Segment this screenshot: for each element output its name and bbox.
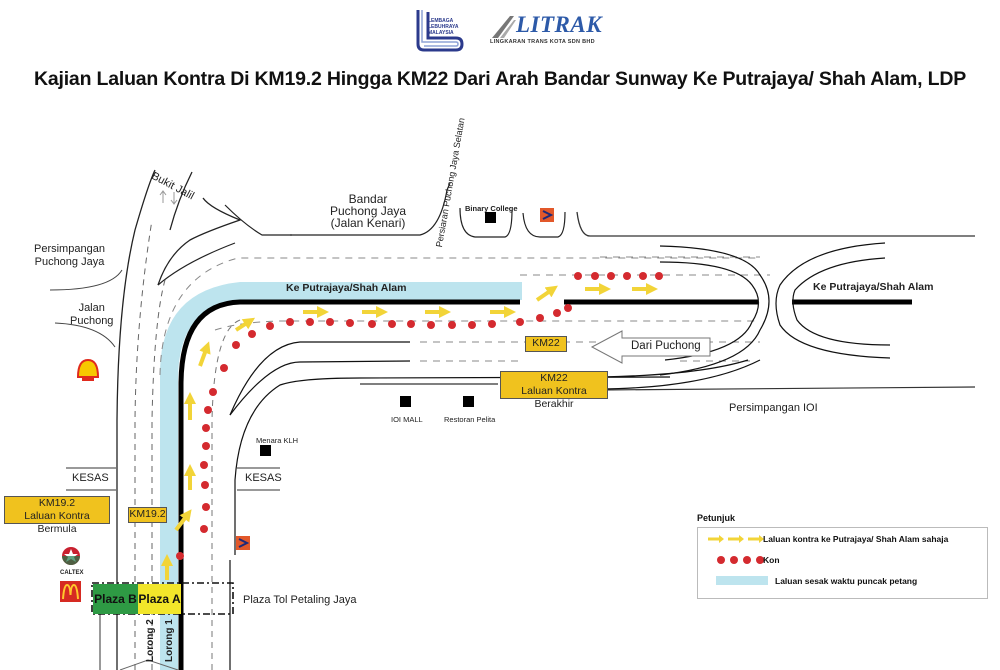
- legend-label: Kon: [763, 555, 780, 565]
- plaza-b: Plaza B: [93, 584, 138, 614]
- petronas-logo-top: [540, 208, 554, 222]
- km19-2-marker: KM19.2: [128, 507, 167, 523]
- restoran-pelita-marker: [463, 396, 474, 407]
- road-edge: [224, 204, 292, 236]
- caltex-logo: [62, 547, 80, 565]
- road-edge: [49, 269, 123, 291]
- legend-title: Petunjuk: [697, 513, 736, 523]
- road-edge: [290, 182, 451, 236]
- road-edge: [599, 386, 976, 391]
- road-edge: [229, 360, 411, 416]
- ioi-mall-marker: [400, 396, 411, 407]
- road-edge: [522, 211, 566, 238]
- plaza-a: Plaza A: [138, 584, 181, 614]
- toll-plaza-outline: [91, 582, 234, 615]
- label-persimpangan-puchong-jaya: Persimpangan Puchong Jaya: [34, 243, 105, 268]
- road-edge: [54, 322, 116, 348]
- road-edge: [459, 207, 513, 238]
- dari-puchong-arrow: [590, 330, 711, 364]
- legend-item-contra-route: Laluan kontra ke Putrajaya/ Shah Alam sa…: [698, 530, 987, 548]
- label-restoran-pelita: Restoran Pelita: [444, 415, 496, 424]
- litrak-logo: LITRAK LINGKARAN TRANS KOTA SDN BHD: [490, 12, 610, 48]
- label-jalan-puchong: Jalan Puchong: [70, 302, 114, 327]
- page-title: Kajian Laluan Kontra Di KM19.2 Hingga KM…: [33, 68, 967, 90]
- road-edge: [599, 359, 749, 378]
- label-caltex: CALTEX: [60, 570, 84, 576]
- legend-item-cones: Kon: [698, 551, 987, 569]
- label-plaza-tol-petaling-jaya: Plaza Tol Petaling Jaya: [243, 594, 357, 606]
- road-edge: [169, 171, 193, 231]
- legend: Laluan kontra ke Putrajaya/ Shah Alam sa…: [697, 527, 988, 599]
- road-edge: [576, 211, 975, 237]
- label-kesas-left: KESAS: [72, 472, 109, 484]
- label-binary-college: Binary College: [465, 204, 518, 213]
- contra-arrows: [161, 283, 658, 580]
- legend-label: Laluan sesak waktu puncak petang: [775, 576, 918, 586]
- label-lorong-2: Lorong 2: [145, 619, 156, 662]
- yellow-arrow-icon: [708, 535, 764, 543]
- litrak-wordmark: LITRAK: [516, 12, 603, 37]
- label-ioi-mall: IOI MALL: [391, 415, 423, 424]
- interchange-loop: [775, 242, 891, 359]
- shell-logo: [76, 358, 100, 381]
- mcdonalds-logo: [60, 581, 81, 602]
- lembaga-lebuhraya-malaysia-logo: LEMBAGA LEBUHRAYA MALAYSIA: [408, 6, 468, 52]
- cone-markers: [176, 272, 663, 560]
- road-edge: [116, 169, 156, 670]
- congestion-band: [160, 282, 522, 670]
- label-bandar-puchong-jaya: Bandar Puchong Jaya (Jalan Kenari): [330, 192, 407, 230]
- red-dot-icon: [717, 556, 764, 564]
- label-persimpangan-ioi: Persimpangan IOI: [729, 402, 818, 414]
- road-edge: [599, 359, 761, 390]
- label-dari-puchong: Dari Puchong: [631, 340, 701, 352]
- label-lorong-1: Lorong 1: [164, 619, 175, 662]
- lembaga-logo-text: LEMBAGA LEBUHRAYA MALAYSIA: [428, 18, 459, 36]
- interchange-loop: [792, 257, 891, 346]
- petronas-logo-bottom: [236, 536, 250, 550]
- km19-2-contra-start-marker: KM19.2 Laluan Kontra Bermula: [4, 496, 110, 535]
- binary-college-marker: [485, 212, 496, 223]
- legend-item-congestion: Laluan sesak waktu puncak petang: [698, 572, 987, 590]
- label-ke-putrajaya-main: Ke Putrajaya/Shah Alam: [286, 282, 407, 294]
- blue-band-icon: [716, 576, 768, 585]
- label-ke-putrajaya-right: Ke Putrajaya/Shah Alam: [813, 281, 934, 293]
- bukit-jalil-arrows: [159, 190, 178, 205]
- km22-marker: KM22: [525, 336, 567, 352]
- km22-contra-end-marker: KM22 Laluan Kontra Berakhir: [500, 371, 608, 410]
- litrak-subtitle: LINGKARAN TRANS KOTA SDN BHD: [490, 39, 595, 45]
- road-edge: [157, 242, 236, 286]
- interchange-loop: [659, 261, 760, 361]
- interchange-loop: [659, 245, 770, 376]
- road-edge: [229, 341, 410, 416]
- road-edge: [157, 197, 242, 286]
- median-barrier: [178, 299, 520, 670]
- menara-klh-marker: [260, 445, 271, 456]
- label-menara-klh: Menara KLH: [256, 436, 299, 445]
- label-kesas-right: KESAS: [245, 472, 282, 484]
- legend-label: Laluan kontra ke Putrajaya/ Shah Alam sa…: [763, 534, 949, 544]
